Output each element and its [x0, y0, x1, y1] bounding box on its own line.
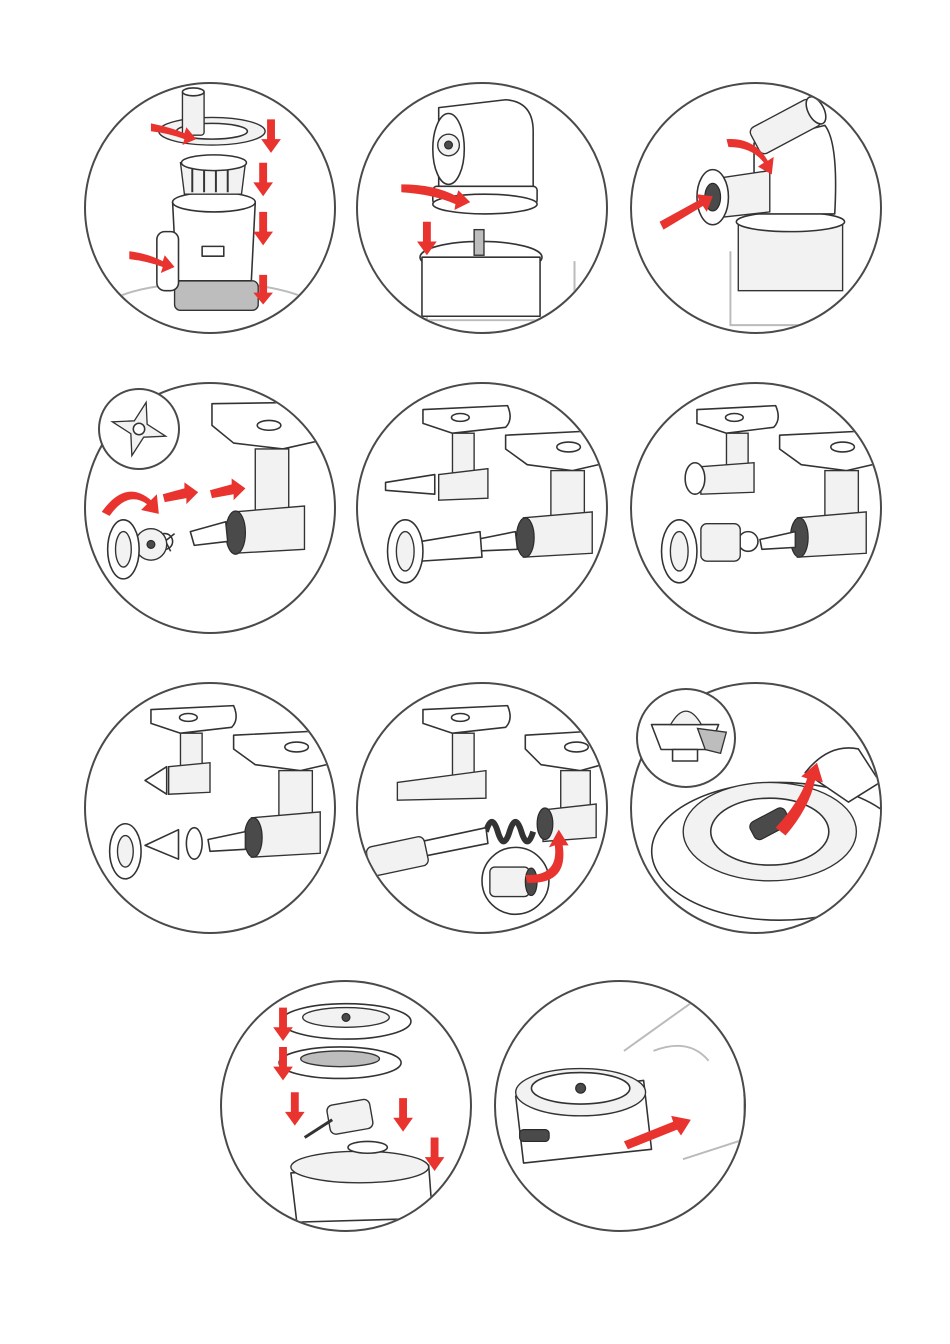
- slicer-housing-icon: [496, 982, 744, 1230]
- pasta-screw-icon: [358, 684, 606, 932]
- reamer-icon: [638, 690, 734, 786]
- cross-blade-icon: [100, 390, 178, 468]
- panel-tube-attach: [630, 82, 882, 334]
- juicer-stack-icon: [86, 84, 334, 332]
- panel-sausage-nozzle: [356, 382, 608, 634]
- inset-citrus-cone: [636, 688, 736, 788]
- panel-slicer-discs: [220, 980, 472, 1232]
- drive-head-icon: [358, 84, 606, 332]
- tube-connector-icon: [632, 84, 880, 332]
- panel-kebbe-attachment: [630, 382, 882, 634]
- inset-blade: [98, 388, 180, 470]
- panel-juicer-assembly: [84, 82, 336, 334]
- panel-citrus-cone-mincer: [84, 682, 336, 934]
- panel-pasta-extruder: [356, 682, 608, 934]
- sausage-cone-icon: [358, 384, 606, 632]
- panel-slicer-insert: [494, 980, 746, 1232]
- panel-head-mount: [356, 82, 608, 334]
- citrus-cone-icon: [86, 684, 334, 932]
- slicer-disc-icon: [222, 982, 470, 1230]
- kebbe-disc-icon: [632, 384, 880, 632]
